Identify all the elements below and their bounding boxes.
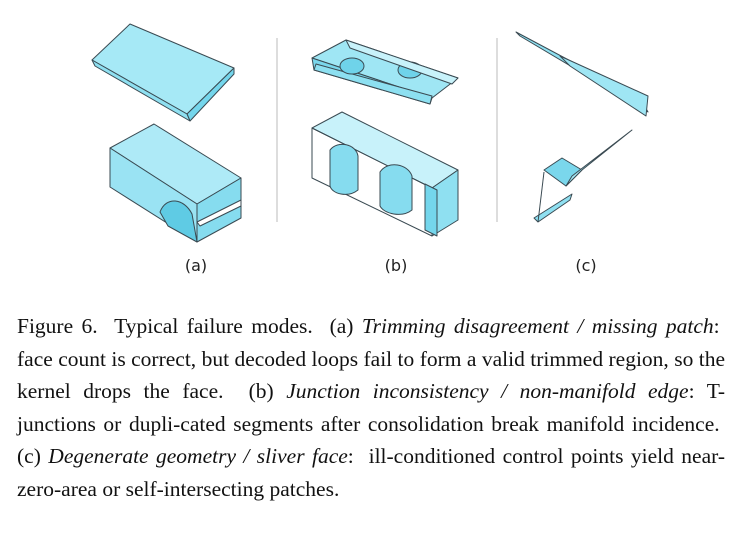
panel-b-tray-shape [311, 39, 459, 105]
caption-c-text: ill-conditioned control points yield nea… [17, 444, 726, 501]
panel-b-label: (b) [384, 256, 408, 275]
panel-a-slab-shape [91, 23, 235, 122]
figure-caption: Figure 6. Typical failure modes. (a) Tri… [17, 314, 726, 501]
caption-b-text: T-junctions or dupli-cated segments afte… [17, 379, 726, 436]
figure-illustration [91, 23, 649, 243]
caption-prefix: Figure 6. [17, 314, 98, 338]
panel-a-block-shape [109, 123, 242, 243]
panel-a-label: (a) [184, 256, 208, 275]
caption-a-marker: (a) [329, 314, 354, 338]
caption-c-marker: (c) [17, 444, 41, 468]
caption-c-name: Degenerate geometry / sliver face [48, 444, 348, 468]
panel-c-label: (c) [575, 256, 597, 275]
caption-b-name: Junction inconsistency / non-manifold ed… [286, 379, 689, 403]
caption-b-marker: (b) [248, 379, 274, 403]
panel-b-frame-shape [311, 111, 459, 237]
caption-a-text: face count is correct, but decoded loops… [17, 346, 725, 404]
caption-title: Typical failure modes. [114, 314, 313, 338]
figure-panels: (a) (b) (c) [91, 23, 649, 275]
panel-c-sliver-shapes [515, 31, 649, 223]
caption-a-name: Trimming disagreement / missing patch [361, 314, 714, 338]
